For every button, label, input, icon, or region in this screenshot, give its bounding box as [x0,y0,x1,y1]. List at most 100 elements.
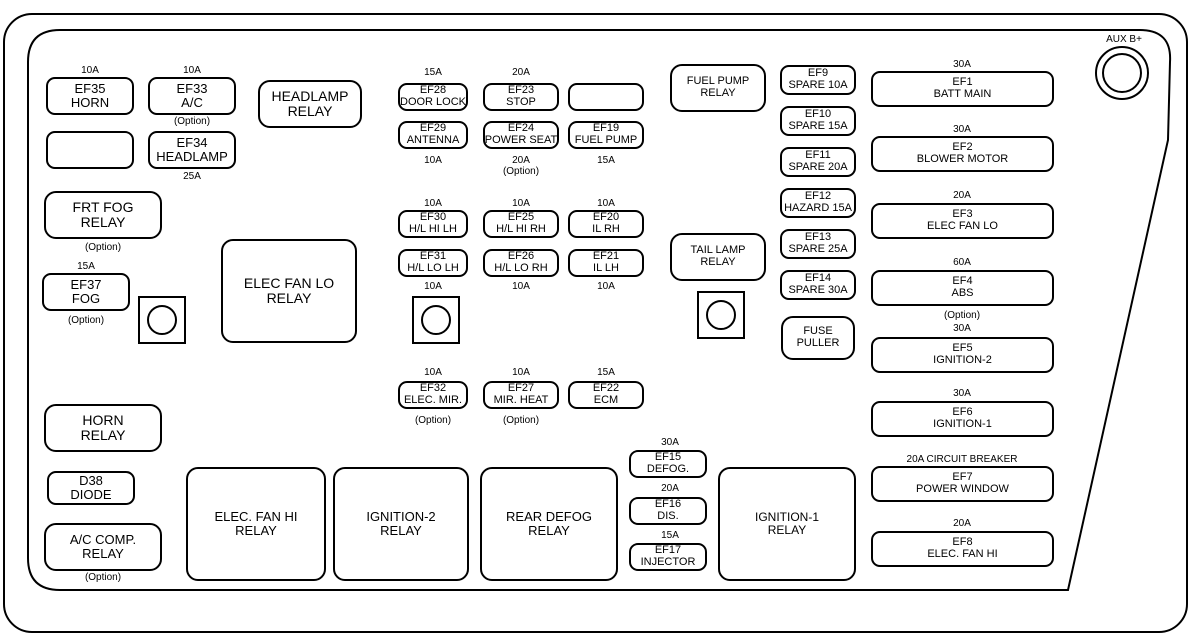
fuse-ef17[interactable]: EF17 INJECTOR [629,543,707,571]
fuse-puller-line2: PULLER [796,337,840,349]
ef33-option-note: (Option) [173,116,211,127]
ef35-amperage: 10A [81,65,99,76]
ignition-1-relay[interactable]: IGNITION-1 RELAY [718,467,856,581]
ef15-id: EF15 [654,451,682,464]
mounting-stud-left [138,296,186,344]
ef24-amperage: 20A [512,155,530,166]
ef34-name: HEADLAMP [156,149,228,164]
ef34-id: EF34 [176,135,208,151]
d38-name: DIODE [70,487,112,502]
elec-fan-lo-relay[interactable]: ELEC FAN LO RELAY [221,239,357,343]
fuse-puller-line1: FUSE [803,325,833,338]
ef33-amperage: 10A [183,65,201,76]
ac-comp-option-note: (Option) [84,572,122,583]
ef29-amperage: 10A [424,155,442,166]
fuse-puller[interactable]: FUSE PULLER [781,316,855,360]
horn-relay[interactable]: HORN RELAY [44,404,162,452]
fuse-ef1[interactable]: EF1 BATT MAIN [871,71,1054,107]
fuse-ef5[interactable]: EF5 IGNITION-2 [871,337,1054,373]
fuse-ef27[interactable]: EF27 MIR. HEAT [483,381,559,409]
fuse-ef30[interactable]: EF30 H/L HI LH [398,210,468,238]
ef11-id: EF11 [805,149,831,162]
ef30-amperage: 10A [424,198,442,209]
fuse-ef2[interactable]: EF2 BLOWER MOTOR [871,136,1054,172]
ef5-name: IGNITION-2 [933,354,992,366]
fuse-ef21[interactable]: EF21 IL LH [568,249,644,277]
ef32-id: EF32 [419,382,447,395]
ef6-name: IGNITION-1 [933,418,992,430]
ef27-name: MIR. HEAT [493,394,549,406]
fuse-ef29[interactable]: EF29 ANTENNA [398,121,468,149]
fuse-ef32[interactable]: EF32 ELEC. MIR. [398,381,468,409]
fuse-ef15[interactable]: EF15 DEFOG. [629,450,707,478]
frt-fog-relay[interactable]: FRT FOG RELAY [44,191,162,239]
fuse-ef4[interactable]: EF4 ABS [871,270,1054,306]
ef23-amperage: 20A [512,67,530,78]
fuse-ef25[interactable]: EF25 H/L HI RH [483,210,559,238]
fuse-ef22[interactable]: EF22 ECM [568,381,644,409]
fuse-ef16[interactable]: EF16 DIS. [629,497,707,525]
ac-comp-relay[interactable]: A/C COMP. RELAY [44,523,162,571]
fuse-ef31[interactable]: EF31 H/L LO LH [398,249,468,277]
ef27-id: EF27 [507,382,535,395]
ef27-amperage: 10A [512,367,530,378]
fuse-ef3[interactable]: EF3 ELEC FAN LO [871,203,1054,239]
fuse-ef12[interactable]: EF12 HAZARD 15A [780,188,856,218]
fuse-ef33[interactable]: EF33 A/C [148,77,236,115]
elec-fan-hi-relay-type: RELAY [235,523,277,538]
ef19-id: EF19 [592,122,620,135]
ef26-amperage: 10A [512,281,530,292]
fuse-ef10[interactable]: EF10 SPARE 15A [780,106,856,136]
ef19-name: FUEL PUMP [574,134,638,146]
aux-b-plus-terminal [1095,46,1149,100]
fuse-ef28[interactable]: EF28 DOOR LOCK [398,83,468,111]
tail-lamp-relay[interactable]: TAIL LAMP RELAY [670,233,766,281]
ef1-name: BATT MAIN [933,88,992,100]
elec-fan-hi-relay[interactable]: ELEC. FAN HI RELAY [186,467,326,581]
fuse-ef9[interactable]: EF9 SPARE 10A [780,65,856,95]
ef23-id: EF23 [507,84,535,97]
ef16-id: EF16 [654,498,682,511]
rear-defog-relay[interactable]: REAR DEFOG RELAY [480,467,618,581]
ef8-amperage: 20A [953,518,971,529]
ef20-amperage: 10A [597,198,615,209]
fuse-ef37[interactable]: EF37 FOG [42,273,130,311]
ef37-name: FOG [71,291,101,306]
ef25-name: H/L HI RH [496,223,546,235]
fuse-ef6[interactable]: EF6 IGNITION-1 [871,401,1054,437]
fuse-ef11[interactable]: EF11 SPARE 20A [780,147,856,177]
fuse-ef23[interactable]: EF23 STOP [483,83,559,111]
ef19-amperage: 15A [597,155,615,166]
ef21-name: IL LH [593,262,619,274]
ef2-name: BLOWER MOTOR [916,153,1009,165]
ef7-id: EF7 [952,471,973,484]
fuse-ef35[interactable]: EF35 HORN [46,77,134,115]
ef31-name: H/L LO LH [407,262,459,274]
ef11-name: SPARE 20A [788,161,848,173]
ignition-2-relay[interactable]: IGNITION-2 RELAY [333,467,469,581]
ef16-name: DIS. [657,510,679,522]
fuse-ef14[interactable]: EF14 SPARE 30A [780,270,856,300]
fuse-ef8[interactable]: EF8 ELEC. FAN HI [871,531,1054,567]
ef7-amperage: 20A CIRCUIT BREAKER [906,454,1018,465]
ef25-id: EF25 [507,211,535,224]
fuse-ef13[interactable]: EF13 SPARE 25A [780,229,856,259]
ef35-name: HORN [70,95,110,110]
ignition-2-relay-type: RELAY [380,523,422,538]
headlamp-relay[interactable]: HEADLAMP RELAY [258,80,362,128]
mounting-stud-right [697,291,745,339]
fuse-ef19[interactable]: EF19 FUEL PUMP [568,121,644,149]
fuse-ef24[interactable]: EF24 POWER SEAT [483,121,559,149]
diode-d38[interactable]: D38 DIODE [47,471,135,505]
fuel-pump-relay[interactable]: FUEL PUMP RELAY [670,64,766,112]
fuse-ef7[interactable]: EF7 POWER WINDOW [871,466,1054,502]
fuse-ef20[interactable]: EF20 IL RH [568,210,644,238]
fuse-ef26[interactable]: EF26 H/L LO RH [483,249,559,277]
fuse-ef34[interactable]: EF34 HEADLAMP [148,131,236,169]
ef28-name: DOOR LOCK [400,96,467,108]
ef4-option-note: (Option) [943,310,981,321]
ef1-amperage: 30A [953,59,971,70]
elec-fan-lo-relay-type: RELAY [266,290,312,306]
ef21-id: EF21 [592,250,620,263]
